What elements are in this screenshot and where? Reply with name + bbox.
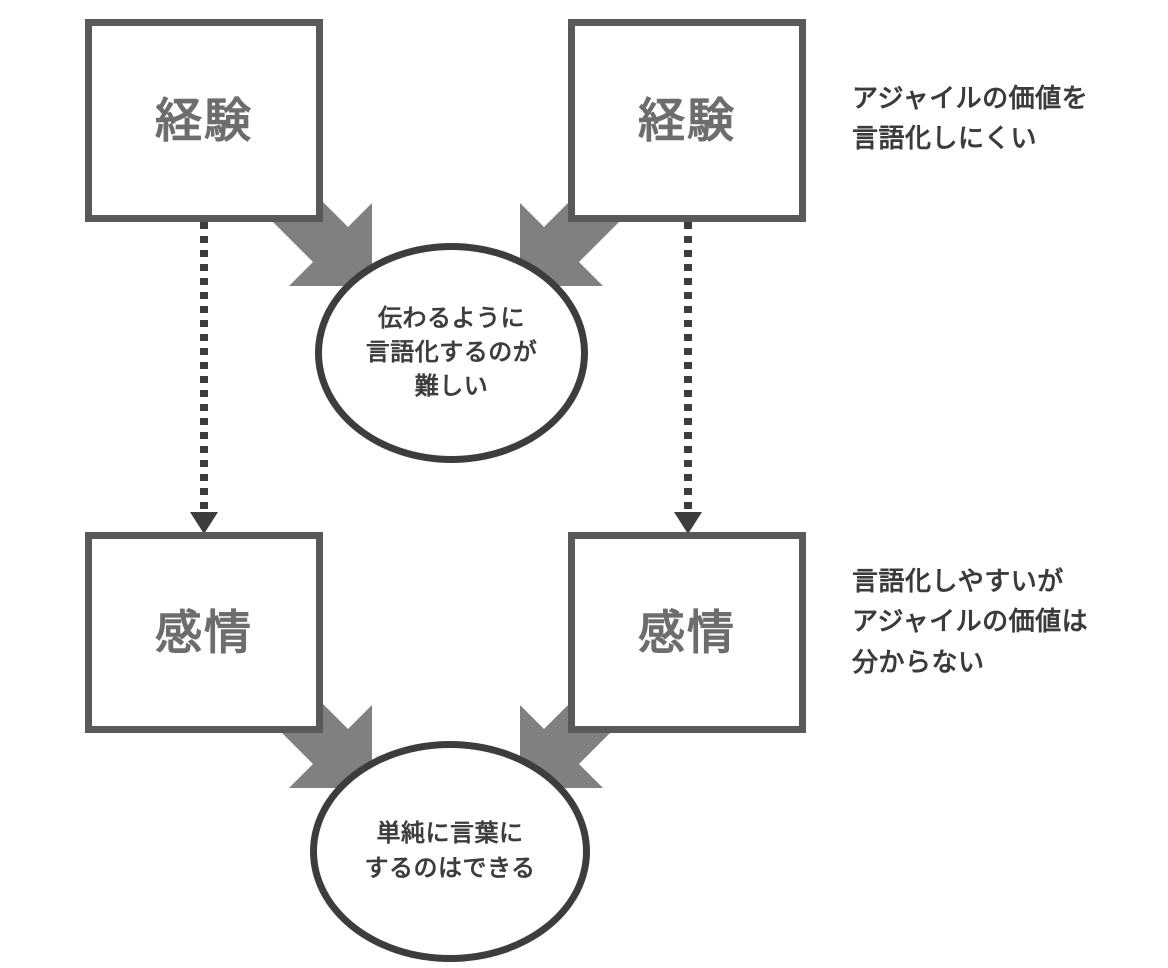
box-experience-top-left[interactable]: 経験 [85,19,323,222]
box-experience-top-right[interactable]: 経験 [568,19,806,222]
caption-easy-but-no-value: 言語化しやすいが アジャイルの価値は 分からない [852,566,1089,677]
dotted-connector-left [190,222,218,534]
box-label-emotion-bottom-left: 感情 [155,606,253,659]
box-label-emotion-bottom-right: 感情 [638,606,736,659]
box-label-experience-top-right: 経験 [638,94,736,147]
ellipse-hard-to-verbalize[interactable]: 伝わるように 言語化するのが 難しい [315,243,588,463]
dotted-connector-right [674,222,702,534]
caption-agile-value-hard: アジャイルの価値を 言語化しにくい [852,83,1089,154]
ellipse-simple-words-possible[interactable]: 単純に言葉に するのはできる [310,741,590,962]
box-emotion-bottom-right[interactable]: 感情 [568,532,806,733]
ellipse-label-hard-to-verbalize: 伝わるように 言語化するのが 難しい [365,304,538,401]
ellipse-label-simple-words-possible: 単純に言葉に するのはできる [364,820,536,882]
box-emotion-bottom-left[interactable]: 感情 [85,532,323,733]
box-label-experience-top-left: 経験 [155,94,253,147]
